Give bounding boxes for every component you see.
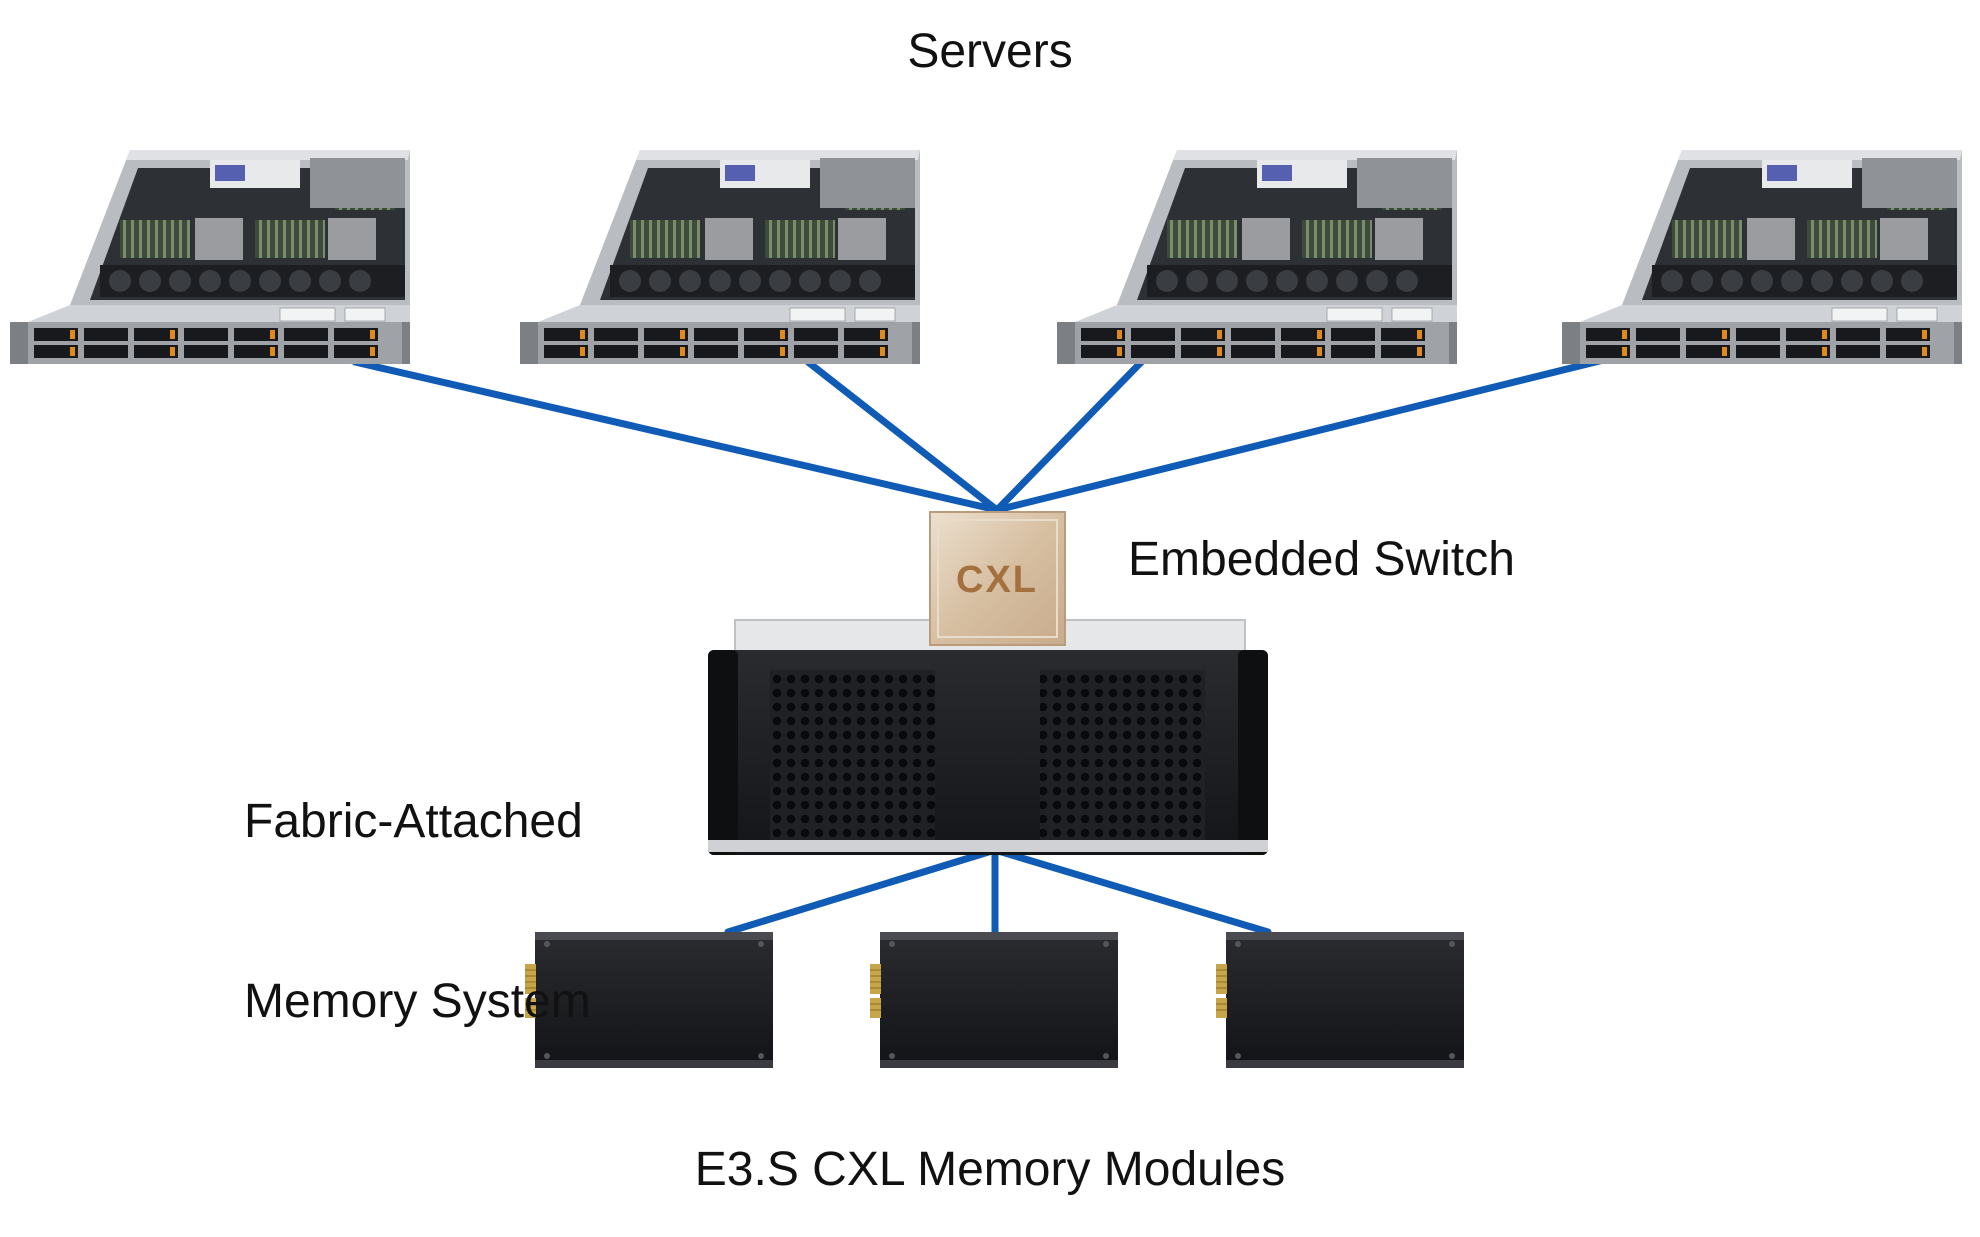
memory-module-2 (870, 931, 1119, 1069)
fam-label-line-2: Memory System (244, 975, 591, 1028)
server-rack-4 (1562, 149, 1962, 365)
modules-label: E3.S CXL Memory Modules (694, 1143, 1286, 1196)
link-server-2 (804, 358, 1001, 514)
memory-module-3 (1216, 931, 1465, 1069)
server-rack-3 (1057, 149, 1457, 365)
link-server-3 (993, 344, 1159, 514)
fabric-attached-memory-chassis (708, 619, 1268, 855)
fabric-attached-memory-label: Fabric-Attached Memory System (244, 672, 591, 1092)
servers-label: Servers (907, 25, 1073, 78)
server-rack-1 (10, 149, 410, 365)
link-server-1 (351, 358, 1001, 514)
server-rack-2 (520, 149, 920, 365)
cxl-chip-text: CXL (956, 559, 1038, 601)
link-module-1 (724, 846, 999, 936)
cxl-switch-chip: CXL (929, 511, 1066, 646)
embedded-switch-label: Embedded Switch (1128, 533, 1515, 586)
module-links (724, 846, 1272, 936)
link-module-3 (991, 846, 1272, 936)
server-links (351, 344, 1656, 514)
link-server-4 (993, 344, 1656, 514)
fam-label-line-1: Fabric-Attached (244, 795, 583, 848)
